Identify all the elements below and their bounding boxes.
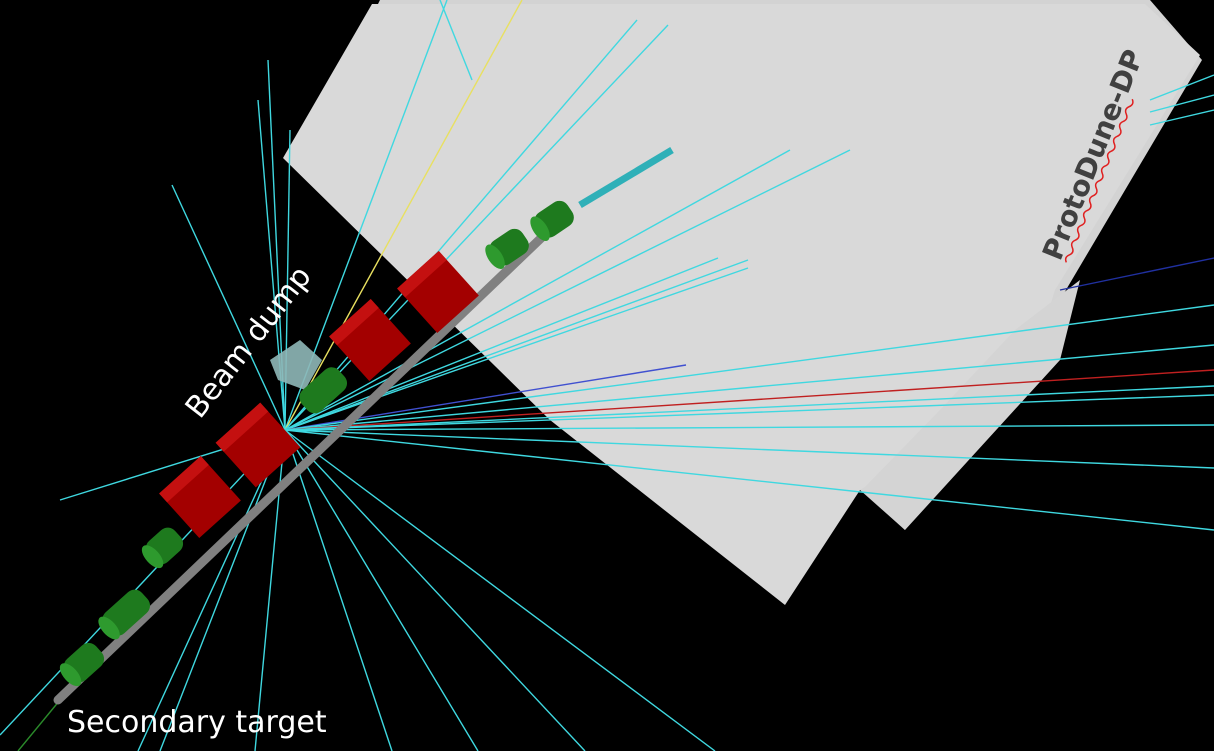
track [284,369,1214,431]
dipole-magnet [397,250,479,334]
track [1149,109,1214,126]
quadrupole [98,589,150,640]
track [284,429,479,751]
track [284,259,749,431]
track [284,344,1214,431]
track [284,429,1214,531]
detector-plane-right [862,280,1080,530]
track [284,394,1214,431]
track [17,699,61,751]
track [1149,74,1214,101]
track [171,184,286,431]
track [159,429,286,751]
quadrupole [141,527,184,569]
dipole-magnet [329,298,411,382]
track [284,149,851,431]
detector-plane-front [283,4,1200,605]
track [284,429,586,751]
dipole-magnet [215,402,301,488]
quadrupole [299,367,348,414]
track [284,429,393,751]
track [284,304,1214,431]
track [284,19,638,431]
track [0,429,286,736]
quadrupole [530,200,574,241]
beam-dump-block [270,340,322,390]
track [284,24,669,431]
track [284,429,1214,469]
track [284,257,719,431]
track [284,0,523,431]
track [137,429,286,751]
spellcheck-underline [1064,98,1134,263]
secondary-target-label: Secondary target [67,705,327,740]
track [284,424,1214,431]
quadrupole [59,642,105,687]
beamline [53,146,674,705]
dipole-magnet [159,455,241,539]
track [1059,257,1214,291]
beam-pipe [53,215,565,705]
beam-pipe-downstream [578,146,674,209]
track [284,149,791,431]
quadrupole [485,228,529,269]
track [1149,94,1214,113]
track [284,429,716,751]
track [284,385,1214,431]
track [439,0,473,81]
detector-planes [283,0,1202,605]
